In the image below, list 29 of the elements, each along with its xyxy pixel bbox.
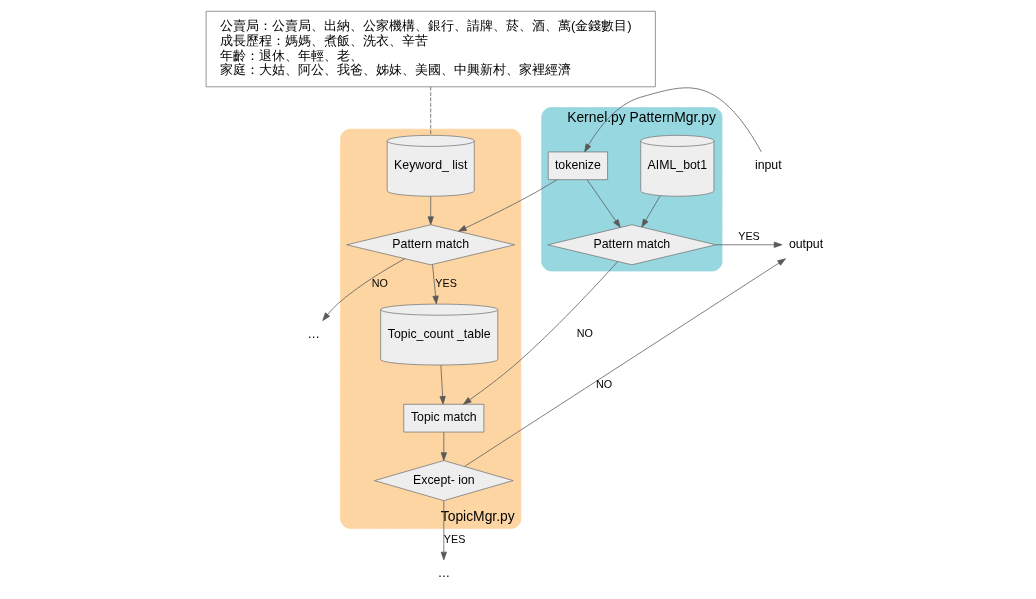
edge-label: YES xyxy=(443,533,466,546)
node-diamond: Except- ion xyxy=(374,460,514,502)
node-box: Topic match xyxy=(403,403,485,433)
node-box: tokenize xyxy=(547,151,608,181)
connector xyxy=(430,86,432,136)
edge-label: NO xyxy=(576,327,593,340)
node-text: output xyxy=(788,236,824,251)
arrow xyxy=(322,258,406,321)
node-box: 公賣局：公賣局、出納、公家機構、銀行、請牌、菸、酒、萬(金錢數目) 成長歷程：媽媽、煮飯、洗衣、辛苦 年齡：退休、年輕、老、 家庭：大姑、阿公、我爸、姊妹、美國、中興新村、家裡經濟 xyxy=(205,10,656,88)
node-diamond: Pattern match xyxy=(547,224,717,266)
arrow xyxy=(586,179,621,228)
arrow xyxy=(440,500,447,561)
node-text: input xyxy=(754,157,782,172)
arrow xyxy=(432,264,439,305)
edge-label: NO xyxy=(371,277,388,290)
edge-label: NO xyxy=(596,377,613,390)
arrow xyxy=(715,241,783,248)
arrow xyxy=(440,431,447,461)
arrow xyxy=(463,261,618,405)
arrow xyxy=(439,364,446,405)
node-text: … xyxy=(437,565,450,580)
edge-label: YES xyxy=(738,229,760,242)
node-text: … xyxy=(307,326,320,341)
arrow xyxy=(584,87,762,153)
arrow xyxy=(464,258,786,467)
arrow xyxy=(458,179,558,232)
edge-label: YES xyxy=(435,277,457,290)
arrow xyxy=(641,195,661,228)
arrow xyxy=(427,195,434,225)
